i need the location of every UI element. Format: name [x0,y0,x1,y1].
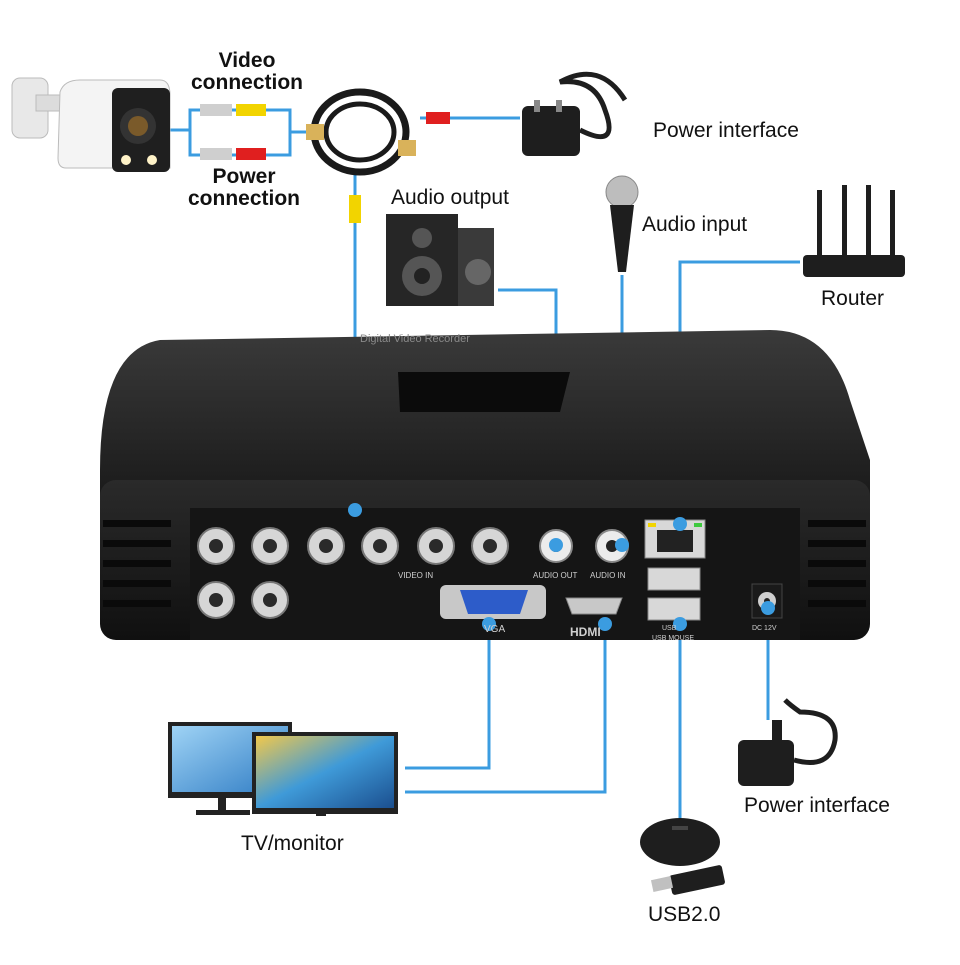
monitor-icon [168,722,398,816]
red-plug [426,112,450,124]
label-video-connection: Video connection [190,49,303,94]
cable-icon [306,88,416,176]
label-audio-output: Audio output [391,186,509,209]
mouse-icon [640,818,720,866]
power-adapter-icon [522,71,628,156]
audio-out-label: AUDIO OUT [533,571,578,580]
label-power-interface-bottom: Power interface [744,794,890,817]
label-power-interface-top: Power interface [653,119,799,142]
vga-label: VGA [484,624,505,635]
usb-port-label: USB [662,625,677,632]
power-adapter-bottom-icon [738,698,838,786]
connection-dots [348,503,775,631]
hdmi-port [565,597,623,615]
dvr-port-labels: Digital Video Recorder VIDEO IN AUDIO OU… [360,333,777,642]
connection-lines [168,108,800,820]
audio-in-label: AUDIO IN [590,571,626,580]
usb-drive-icon [650,865,725,895]
microphone-icon [605,175,639,272]
label-router: Router [821,287,885,310]
label-power-connection: Power connection [187,165,300,210]
camera-plugs [200,104,266,160]
hdmi-label: HDMI [570,625,601,639]
router-icon [803,185,905,277]
lan-usb-ports [644,519,706,621]
speaker-icon [386,214,494,306]
yellow-plug [349,195,361,223]
label-tv-monitor: TV/monitor [241,832,344,855]
vga-line [405,625,491,770]
usb-mouse-label: USB MOUSE [652,635,694,642]
vga-port [440,585,546,619]
video-in-label: VIDEO IN [398,571,433,580]
hdmi-line [405,625,607,794]
lid-text: Digital Video Recorder [360,333,470,345]
dc-label: DC 12V [752,625,777,632]
label-audio-input: Audio input [642,213,748,236]
camera-icon [11,77,171,172]
label-usb: USB2.0 [648,903,721,926]
